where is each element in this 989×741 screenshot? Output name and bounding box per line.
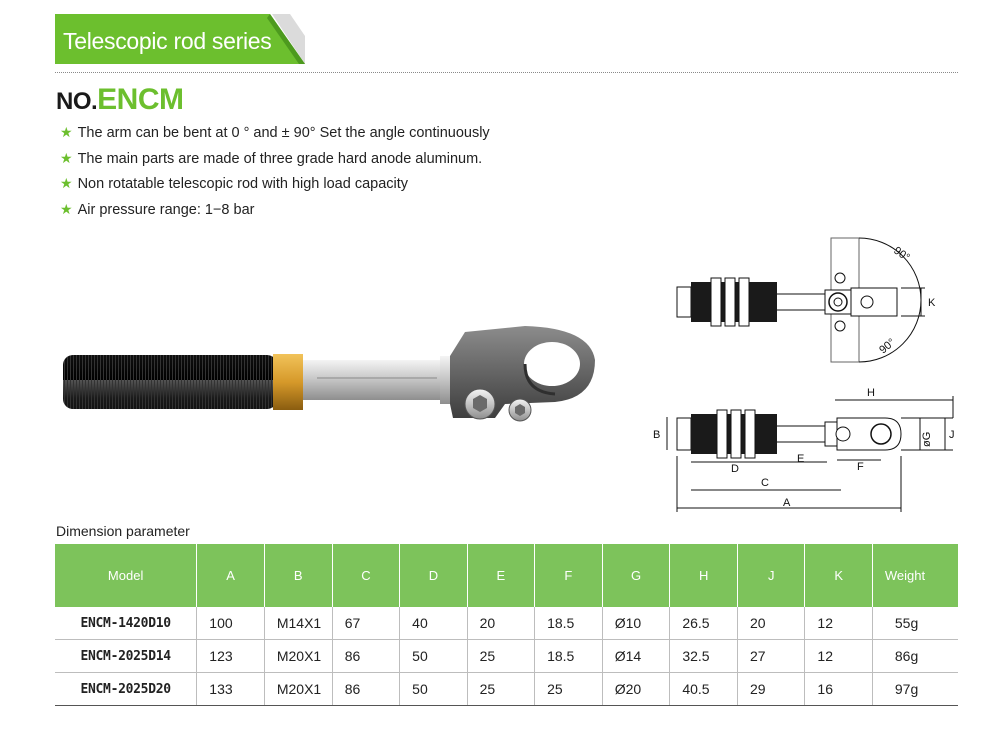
cell-c: 86 bbox=[332, 672, 401, 706]
telescopic-rod bbox=[303, 360, 443, 400]
cell-g: Ø14 bbox=[602, 639, 671, 673]
feature-item: ★The arm can be bent at 0 ° and ± 90° Se… bbox=[60, 124, 490, 141]
star-icon: ★ bbox=[60, 149, 73, 166]
cell-j: 20 bbox=[737, 607, 806, 640]
cell-f: 18.5 bbox=[534, 639, 603, 673]
product-photo bbox=[63, 326, 595, 422]
cell-e: 20 bbox=[467, 607, 536, 640]
series-title: Telescopic rod series bbox=[63, 28, 272, 54]
header-j: J bbox=[737, 544, 806, 607]
cell-j: 29 bbox=[737, 672, 806, 706]
star-icon: ★ bbox=[60, 124, 73, 140]
header-b: B bbox=[264, 544, 333, 607]
dim-b-label: B bbox=[653, 429, 660, 441]
header-d: D bbox=[399, 544, 468, 607]
cell-c: 67 bbox=[332, 607, 401, 640]
header-a: A bbox=[196, 544, 265, 607]
table-row: ENCM-2025D14 123 M20X1 86 50 25 18.5 Ø14… bbox=[55, 639, 958, 673]
header-k: K bbox=[804, 544, 873, 607]
cell-h: 32.5 bbox=[669, 639, 738, 673]
feature-item: ★Air pressure range: 1−8 bar bbox=[60, 200, 255, 218]
header-model: Model bbox=[55, 544, 198, 607]
threaded-body bbox=[63, 355, 277, 409]
dim-f-label: F bbox=[857, 461, 864, 473]
banner-background bbox=[55, 14, 305, 64]
model-number: NO.ENCM bbox=[56, 83, 184, 117]
cell-weight: 55g bbox=[872, 607, 958, 640]
cell-model: ENCM-2025D20 bbox=[55, 672, 198, 706]
header-e: E bbox=[467, 544, 536, 607]
header-divider bbox=[55, 72, 958, 73]
cell-a: 123 bbox=[196, 639, 265, 673]
cell-weight: 97g bbox=[872, 672, 958, 706]
cell-b: M20X1 bbox=[264, 639, 333, 673]
angle-bottom-label: 90° bbox=[877, 336, 897, 356]
cell-k: 12 bbox=[804, 607, 873, 640]
dim-j-label: J bbox=[949, 429, 955, 441]
dim-h-label: H bbox=[867, 387, 875, 399]
cell-d: 50 bbox=[399, 672, 468, 706]
dim-d-label: D bbox=[731, 463, 739, 475]
dim-a-label: A bbox=[783, 497, 791, 509]
angle-top-label: 90° bbox=[891, 245, 912, 264]
model-prefix: NO. bbox=[56, 88, 98, 115]
cell-f: 18.5 bbox=[534, 607, 603, 640]
header-h: H bbox=[669, 544, 738, 607]
table-row: ENCM-1420D10 100 M14X1 67 40 20 18.5 Ø10… bbox=[55, 607, 958, 640]
cell-g: Ø10 bbox=[602, 607, 671, 640]
feature-list: ★The arm can be bent at 0 ° and ± 90° Se… bbox=[60, 122, 490, 224]
star-icon: ★ bbox=[60, 200, 73, 217]
cell-g: Ø20 bbox=[602, 672, 671, 706]
feature-item: ★The main parts are made of three grade … bbox=[60, 149, 483, 167]
dim-g-label: øG bbox=[921, 432, 933, 447]
model-code: ENCM bbox=[97, 83, 184, 116]
cell-c: 86 bbox=[332, 639, 401, 673]
series-banner: Telescopic rod series bbox=[55, 14, 305, 64]
cell-e: 25 bbox=[467, 639, 536, 673]
cell-k: 12 bbox=[804, 639, 873, 673]
feature-item: ★Non rotatable telescopic rod with high … bbox=[60, 175, 409, 193]
header-c: C bbox=[332, 544, 401, 607]
cell-a: 133 bbox=[196, 672, 265, 706]
dim-e-label: E bbox=[797, 453, 804, 465]
cell-d: 50 bbox=[399, 639, 468, 673]
cell-h: 26.5 bbox=[669, 607, 738, 640]
cell-model: ENCM-1420D10 bbox=[55, 607, 198, 640]
side-view: H B øG J D E F C bbox=[653, 387, 955, 512]
clamp-bore bbox=[524, 342, 580, 386]
cell-d: 40 bbox=[399, 607, 468, 640]
gold-collar bbox=[273, 354, 303, 410]
table-header-row: Model A B C D E F G H J K Weight bbox=[55, 544, 958, 607]
dimension-table: Model A B C D E F G H J K Weight ENCM-14… bbox=[55, 544, 958, 706]
cell-k: 16 bbox=[804, 672, 873, 706]
dimension-table-title: Dimension parameter bbox=[56, 523, 190, 539]
table-row: ENCM-2025D20 133 M20X1 86 50 25 25 Ø20 4… bbox=[55, 672, 958, 706]
dim-k-label: K bbox=[928, 297, 936, 309]
cell-b: M14X1 bbox=[264, 607, 333, 640]
cell-e: 25 bbox=[467, 672, 536, 706]
top-view: 90° 90° K bbox=[676, 237, 936, 363]
header-f: F bbox=[534, 544, 603, 607]
cell-f: 25 bbox=[534, 672, 603, 706]
dim-c-label: C bbox=[761, 477, 769, 489]
cell-j: 27 bbox=[737, 639, 806, 673]
star-icon: ★ bbox=[60, 175, 73, 192]
cell-model: ENCM-2025D14 bbox=[55, 639, 198, 673]
cell-a: 100 bbox=[196, 607, 265, 640]
cell-h: 40.5 bbox=[669, 672, 738, 706]
header-weight: Weight bbox=[872, 544, 958, 607]
cell-weight: 86g bbox=[872, 639, 958, 673]
cell-b: M20X1 bbox=[264, 672, 333, 706]
header-g: G bbox=[602, 544, 671, 607]
dimension-drawing: 90° 90° K H B bbox=[653, 237, 955, 512]
